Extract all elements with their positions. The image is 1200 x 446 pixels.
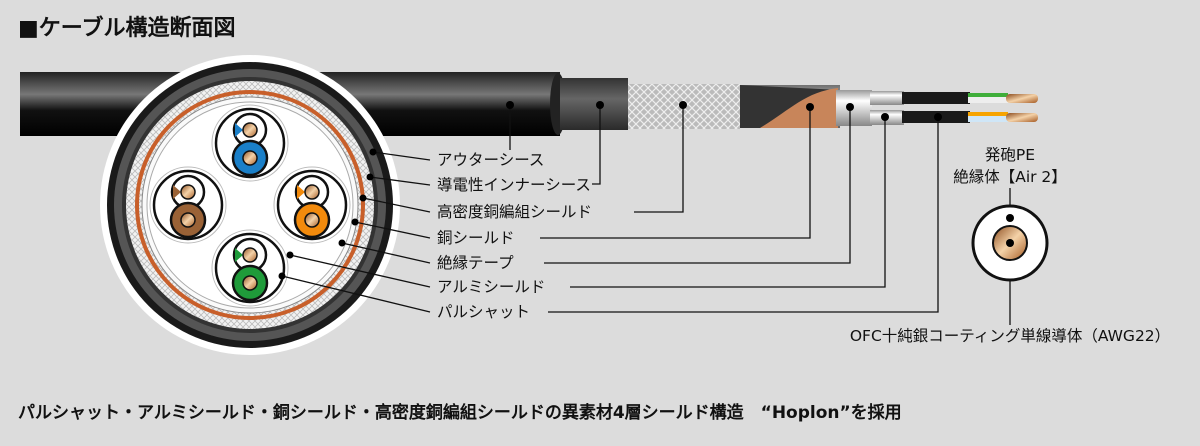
pair-orange <box>273 166 351 244</box>
copper-core <box>242 275 258 291</box>
footer-description: パルシャット・アルミシールド・銅シールド・高密度銅編組シールドの異素材4層シール… <box>18 403 902 423</box>
label-insulation-2: 絶縁体【Air 2】 <box>953 168 1067 186</box>
stripe-marker <box>173 185 181 199</box>
label-pulshat: パルシャット <box>437 303 531 321</box>
copper-core <box>242 150 258 166</box>
leader-lines <box>281 105 1011 325</box>
copper-core <box>180 212 196 228</box>
label-insulation-tape: 絶縁テープ <box>437 254 514 272</box>
cable-cross-section <box>100 55 400 355</box>
stripe-marker <box>297 185 305 199</box>
pair-green <box>211 229 289 307</box>
label-copper-braid: 高密度銅編組シールド <box>437 203 593 221</box>
copper-core <box>242 247 258 263</box>
label-insulation-1: 発砲PE <box>984 146 1036 164</box>
copper-core <box>242 122 258 138</box>
copper-core <box>180 184 196 200</box>
label-outer-sheath: アウターシース <box>437 151 545 169</box>
label-inner-sheath: 導電性インナーシース <box>437 176 591 194</box>
leader-dots <box>278 101 942 280</box>
pair-blue <box>211 104 289 182</box>
label-aluminum-shield: アルミシールド <box>437 278 546 296</box>
stripe-marker <box>235 248 243 262</box>
label-copper-shield: 銅シールド <box>437 229 515 247</box>
copper-core <box>304 184 320 200</box>
stripe-marker <box>235 123 243 137</box>
pair-brown <box>149 166 227 244</box>
page-title: ■ケーブル構造断面図 <box>18 16 236 41</box>
conductor-cross-section <box>971 204 1049 282</box>
label-conductor: OFC十純銀コーティング単線導体（AWG22） <box>849 327 1171 345</box>
copper-core <box>304 212 320 228</box>
